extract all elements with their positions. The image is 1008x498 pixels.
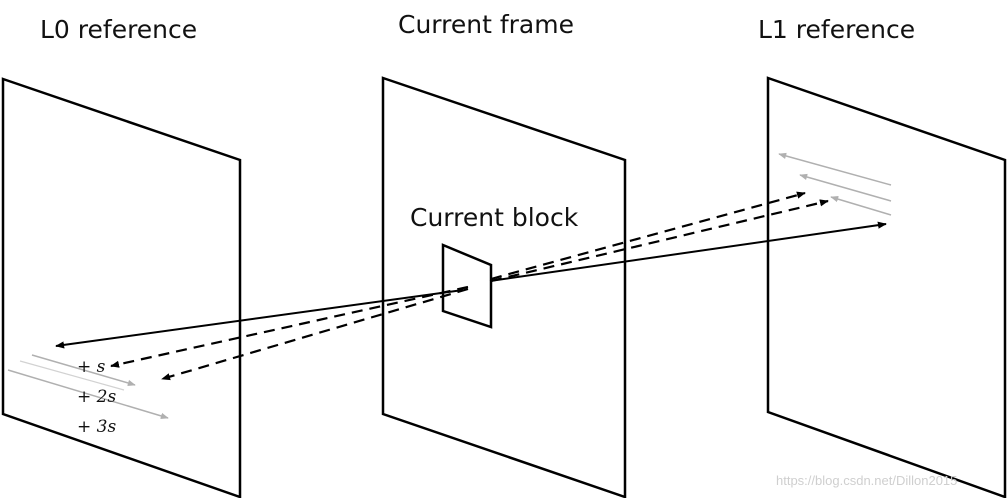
current-frame-label: Current frame: [398, 10, 574, 39]
watermark: https://blog.csdn.net/Dillon2015: [776, 473, 958, 488]
l0-reference-label: L0 reference: [40, 15, 198, 44]
l1-reference-label: L1 reference: [758, 15, 916, 44]
l1-motion-vector-dashed-1: [490, 191, 806, 281]
l0-motion-vector-solid: [55, 289, 464, 349]
l0-motion-vector-dashed-1: [110, 285, 469, 368]
l1-guide-line-1: [778, 152, 892, 186]
offset-label-3s: + 3s: [77, 417, 117, 437]
l0-guide-line-2: [19, 360, 125, 391]
l0-reference-frame: [1, 77, 242, 498]
l1-motion-vector-solid: [489, 221, 887, 282]
current-block-label: Current block: [410, 203, 579, 232]
l1-motion-vector-dashed-2: [490, 199, 829, 283]
current-block-shape: [441, 243, 493, 329]
l0-motion-vector-dashed-2: [161, 287, 469, 381]
offset-label-s: + s: [77, 357, 106, 377]
l1-guide-line-3: [830, 196, 892, 216]
l0-guide-line-1: [31, 354, 136, 387]
l1-reference-frame: [766, 76, 1007, 498]
offset-label-2s: + 2s: [77, 387, 117, 407]
l1-guide-line-2: [799, 173, 892, 202]
current-frame-shape: [381, 76, 627, 498]
l0-guide-line-3: [7, 369, 169, 419]
